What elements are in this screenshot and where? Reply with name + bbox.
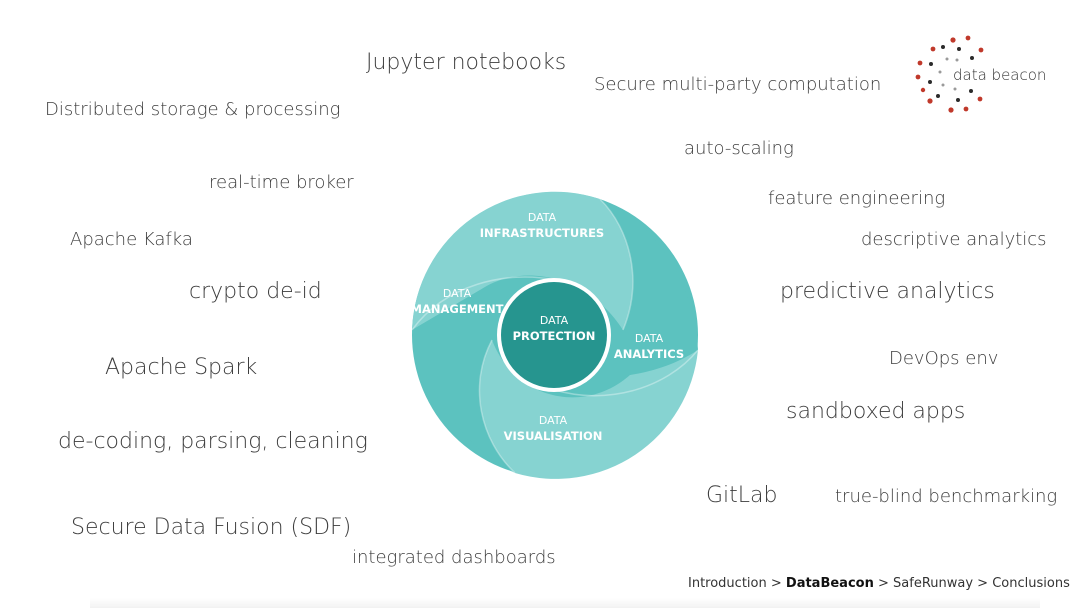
keyword-devops-env: DevOps env [889, 348, 999, 369]
footer-shadow [90, 598, 1040, 608]
segment-analytics [600, 199, 698, 375]
keyword-distributed-storage: Distributed storage & processing [45, 99, 341, 120]
keyword-predictive-analytics: predictive analytics [780, 279, 995, 304]
breadcrumb-separator: > [873, 576, 894, 591]
breadcrumb: Introduction > DataBeacon > SafeRunway >… [688, 576, 1070, 591]
label-protection-line2: PROTECTION [513, 329, 596, 343]
breadcrumb-separator: > [766, 576, 786, 591]
keyword-de-coding-parsing-cleaning: de-coding, parsing, cleaning [58, 429, 368, 454]
keyword-sandboxed-apps: sandboxed apps [786, 399, 966, 424]
label-visualisation-line2: VISUALISATION [504, 429, 603, 443]
segment-management [412, 290, 515, 473]
keyword-feature-engineering: feature engineering [768, 188, 946, 209]
breadcrumb-saferunway[interactable]: SafeRunway [893, 576, 974, 591]
label-analytics-line2: ANALYTICS [614, 347, 684, 361]
segment-visualisation [479, 340, 698, 479]
logo-text: data beacon [953, 66, 1047, 84]
breadcrumb-introduction[interactable]: Introduction [688, 576, 767, 591]
keyword-descriptive-analytics: descriptive analytics [861, 229, 1047, 250]
breadcrumb-databeacon[interactable]: DataBeacon [785, 576, 874, 591]
breadcrumb-conclusions[interactable]: Conclusions [992, 576, 1070, 591]
data-cycle-diagram: DATA INFRASTRUCTURES DATA MANAGEMENT DAT… [411, 191, 699, 479]
data-beacon-logo-icon [915, 35, 984, 113]
keyword-crypto-de-id: crypto de-id [189, 279, 322, 304]
keyword-apache-kafka: Apache Kafka [70, 229, 193, 250]
keyword-gitlab: GitLab [706, 483, 778, 508]
label-management-line2: MANAGEMENT [411, 302, 504, 316]
segment-protection [501, 282, 607, 388]
keyword-true-blind-benchmarking: true-blind benchmarking [835, 486, 1058, 507]
keyword-auto-scaling: auto-scaling [684, 138, 794, 159]
keyword-integrated-dashboards: integrated dashboards [352, 547, 556, 568]
keyword-secure-data-fusion: Secure Data Fusion (SDF) [71, 515, 352, 540]
keyword-secure-multiparty-computation: Secure multi-party computation [594, 74, 882, 95]
keyword-jupyter-notebooks: Jupyter notebooks [366, 50, 567, 75]
label-infrastructures-line2: INFRASTRUCTURES [480, 226, 604, 240]
label-analytics-line1: DATA [635, 332, 664, 345]
keyword-apache-spark: Apache Spark [105, 355, 258, 380]
label-visualisation-line1: DATA [539, 414, 568, 427]
keyword-real-time-broker: real-time broker [209, 172, 354, 193]
breadcrumb-separator: > [973, 576, 993, 591]
segment-infrastructures [412, 191, 633, 330]
label-infrastructures-line1: DATA [528, 211, 557, 224]
label-protection-line1: DATA [540, 314, 569, 327]
label-management-line1: DATA [443, 287, 472, 300]
